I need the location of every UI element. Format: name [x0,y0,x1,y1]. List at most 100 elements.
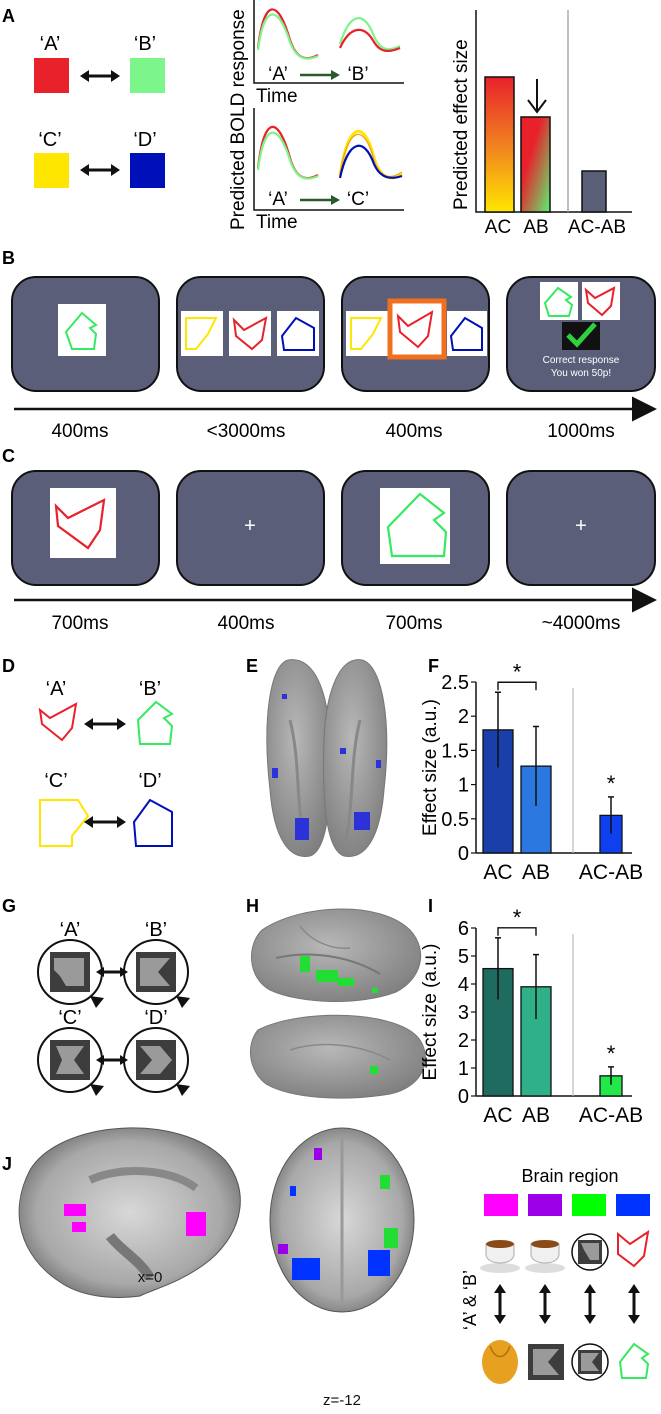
red-shape-icon [617,1229,650,1268]
brain-lateral-view [251,908,422,1002]
panel-letter-i: I [428,896,433,916]
y-tick-label: 1 [458,775,469,797]
duration-b4: 1000ms [547,421,615,442]
double-arrow-icon [96,1055,128,1065]
label-a-panel-d: ‘A’ [46,678,67,700]
duration-b3: 400ms [385,421,442,442]
bold-plot-top [253,0,404,84]
brain-model-icon [482,1340,518,1384]
label-a-panel-g: ‘A’ [60,919,81,941]
y-tick-label: 0.5 [441,809,469,831]
mri-axial-slice [269,1127,415,1313]
brain-ventral-view [266,659,388,857]
panel-letter-c: C [2,446,15,466]
double-arrow-icon [80,164,120,176]
double-arrow-vertical-icon [494,1284,640,1324]
rotated-shape-icon [571,1233,609,1271]
y-tick-label: 0 [458,1086,469,1108]
region-swatch-magenta [484,1194,518,1216]
fixation-cross-1: + [244,515,256,537]
teacup-icon [480,1240,520,1273]
x-tick-label: AB [522,861,550,884]
significance-bracket [497,681,537,691]
significance-star: * [513,659,522,684]
region-swatch-blue [616,1194,650,1216]
bold-top-from: ‘A’ [268,64,288,85]
y-tick-label: 1.5 [441,740,469,762]
color-square-green [130,58,165,93]
label-b-panel-a: ‘B’ [134,33,156,55]
label-a-panel-a: ‘A’ [40,33,61,55]
region-swatch-purple [528,1194,562,1216]
color-square-yellow [34,153,69,188]
bold-plot-bottom [253,108,404,211]
double-arrow-icon [84,718,126,730]
shape-d-d [132,798,173,847]
panel-letter-j: J [2,1154,12,1174]
effect-cat-ac: AC [485,217,511,238]
label-c-panel-g: ‘C’ [58,1007,81,1029]
duration-c1: 700ms [51,613,108,634]
panel-letter-h: H [246,896,259,916]
double-arrow-icon [84,816,126,828]
time-label-bottom: Time [256,212,298,233]
panel-letter-f: F [428,656,439,676]
duration-b1: 400ms [51,421,108,442]
duration-c4: ~4000ms [542,613,621,634]
y-tick-label: 2 [458,1030,469,1052]
label-b-panel-g: ‘B’ [145,919,167,941]
panel-letter-g: G [2,896,16,916]
duration-c2: 400ms [217,613,274,634]
x-tick-label: AC [483,1104,512,1127]
significance-star: * [607,1041,616,1066]
trial-screen-c4 [506,470,656,586]
panel-letter-e: E [246,656,258,676]
time-label-top: Time [256,86,298,107]
x-tick-label: AB [522,1104,550,1127]
predicted-bar-ac [484,76,515,213]
slice-label-z: z=-12 [323,1392,361,1409]
rotated-shape-icon [571,1343,609,1381]
x-tick-label: AC-AB [579,861,643,884]
panel-letter-d: D [2,656,15,676]
pair-label: ‘A’ & ‘B’ [460,1270,480,1330]
y-axis-label: Effect size (a.u.) [420,944,441,1081]
y-tick-label: 0 [458,843,469,865]
y-tick-label: 1 [458,1058,469,1080]
label-b-panel-d: ‘B’ [139,678,161,700]
x-tick-label: AC-AB [579,1104,643,1127]
double-arrow-icon [80,70,120,82]
feedback-screen [506,276,656,392]
trial-screen-c3 [341,470,490,586]
panel-letter-b: B [2,248,15,268]
shape-a-d [38,702,78,742]
significance-star: * [513,905,522,930]
significance-star: * [607,771,616,796]
label-d-panel-a: ‘D’ [133,129,156,151]
shape-b-d [136,700,174,745]
feedback-line-1: Correct response [543,355,620,366]
color-square-red [34,58,69,93]
predicted-bar-ac-ab [581,170,607,213]
legend-title: Brain region [521,1166,618,1186]
rotated-shape-b-icon [123,939,190,1008]
bold-ylabel: Predicted BOLD response [228,9,249,230]
shape-c-d [39,799,90,847]
effect-ylabel: Predicted effect size [451,39,472,210]
significance-bracket [497,927,537,936]
y-tick-label: 4 [458,974,469,996]
duration-c3: 700ms [385,613,442,634]
label-c-panel-d: ‘C’ [44,770,67,792]
rotated-shape-a-icon [37,939,104,1008]
fixation-cross-2: + [575,515,587,537]
panel-letter-a: A [2,6,15,26]
trial-screen-b3 [341,276,490,392]
y-tick-label: 6 [458,918,469,940]
double-arrow-icon [96,967,128,977]
region-swatch-green [572,1194,606,1216]
trial-screen-c1 [11,470,160,586]
trial-screen-c2 [176,470,325,586]
teacup-icon [525,1240,565,1273]
